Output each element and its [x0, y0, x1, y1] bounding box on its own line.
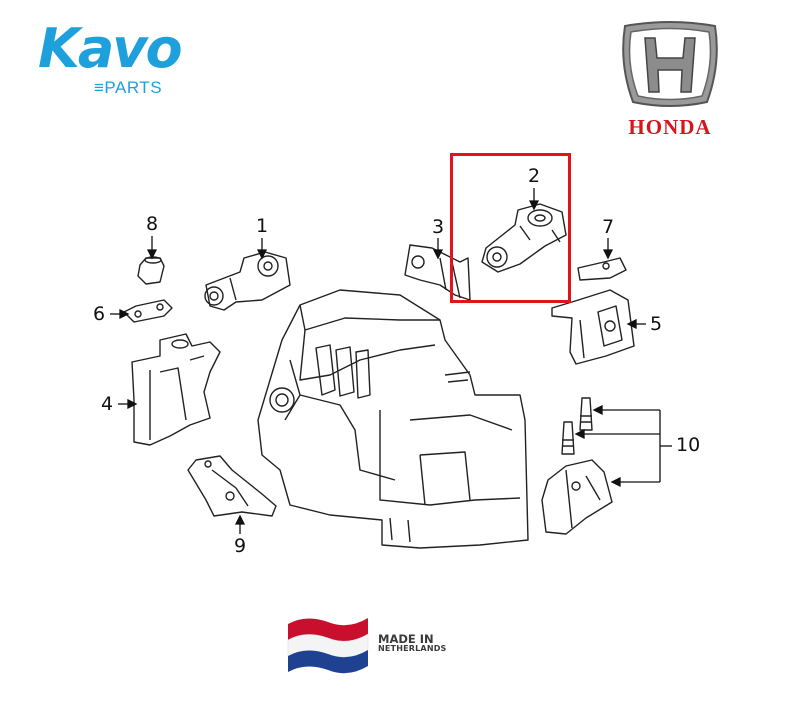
part-6-drawing	[123, 299, 173, 323]
origin-label: MADE IN NETHERLANDS	[378, 633, 447, 653]
part-8-drawing	[137, 256, 165, 285]
callout-5: 5	[650, 313, 663, 335]
callout-7: 7	[602, 216, 615, 238]
origin-line-1: MADE IN	[378, 631, 434, 646]
callout-8: 8	[146, 213, 159, 235]
part-4-drawing	[131, 333, 221, 446]
part-10-bracket-drawing	[541, 459, 613, 535]
callout-10: 10	[676, 434, 701, 456]
origin-line-2: NETHERLANDS	[378, 643, 447, 653]
kavo-parts-logo: Kavo ≡PARTS	[38, 17, 183, 98]
kavo-brand-name: Kavo	[38, 17, 183, 80]
part-5-drawing	[551, 289, 635, 365]
part-10-bolt-lower-drawing	[561, 421, 575, 455]
kavo-brand-tagline: ≡PARTS	[94, 78, 163, 97]
netherlands-flag-icon	[287, 618, 369, 674]
callout-3: 3	[432, 216, 445, 238]
engine-block-drawing	[257, 289, 529, 549]
part-10-bolt-upper-drawing	[579, 397, 593, 431]
honda-h-emblem-icon	[622, 21, 718, 107]
callout-9: 9	[234, 535, 247, 557]
callout-1: 1	[256, 215, 269, 237]
callout-6: 6	[93, 303, 106, 325]
honda-wordmark: HONDA	[628, 115, 712, 139]
callout-2: 2	[528, 165, 541, 187]
made-in-netherlands-badge: MADE IN NETHERLANDS	[286, 612, 447, 674]
highlighted-part-frame	[450, 153, 571, 303]
part-7-drawing	[577, 257, 627, 281]
part-1-drawing	[204, 251, 291, 311]
callout-4: 4	[101, 393, 114, 415]
part-9-drawing	[187, 455, 277, 517]
honda-logo: HONDA	[600, 20, 740, 140]
part-2-drawing	[481, 203, 567, 273]
part-3-drawing	[404, 244, 471, 301]
